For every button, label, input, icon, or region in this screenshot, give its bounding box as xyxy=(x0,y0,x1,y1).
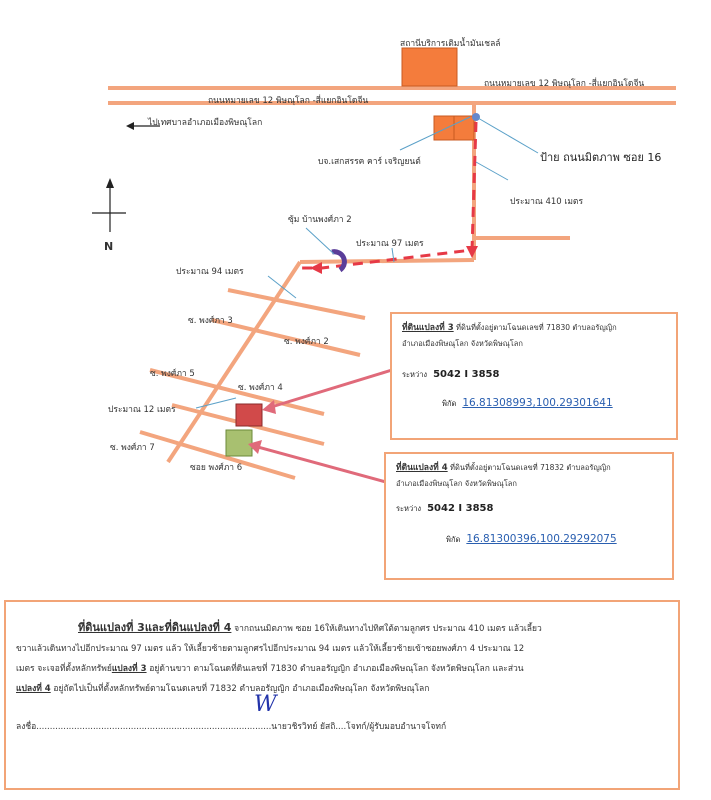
callout-lines xyxy=(195,116,539,409)
pointer-plot-4 xyxy=(253,444,387,484)
plot-3-coord-key: พิกัด xyxy=(442,399,457,408)
plot-4-coord-key: พิกัด xyxy=(446,535,461,544)
road-label-main: ถนนหมายเลข 12 พิษณุโลก -สี่แยกอินโดจีน xyxy=(208,96,369,106)
directions-line-4: แปลงที่ 4 อยู่ถัดไปเป็นที่ตั้งหลักทรัพย์… xyxy=(16,679,666,699)
pointer-plot-3-head xyxy=(262,400,276,414)
directions-p3c: อยู่ด้านขวา ตามโฉนดที่ดินเลขที่ 71830 ตำ… xyxy=(149,664,524,674)
directions-p3a: เมตร จะเจอที่ตั้งหลักทรัพย์ xyxy=(16,664,112,674)
plot-3-text-1: ที่ดินที่ตั้งอยู่ตามโฉนดเลขที่ 71830 ตำบ… xyxy=(456,323,617,332)
plot-3-info-box: ที่ดินแปลงที่ 3 ที่ดินที่ตั้งอยู่ตามโฉนด… xyxy=(390,312,678,440)
plot-3-text-2: อำเภอเมืองพิษณุโลก จังหวัดพิษณุโลก xyxy=(402,339,523,348)
pointer-plot-3 xyxy=(267,368,393,410)
distance-97-label: ประมาณ 97 เมตร xyxy=(356,239,424,249)
plot-3-position-key: ระหว่าง xyxy=(402,370,428,379)
plot-3-description: ที่ดินแปลงที่ 3 ที่ดินที่ตั้งอยู่ตามโฉนด… xyxy=(402,320,666,351)
sign-marker xyxy=(472,113,480,121)
directions-p1: จากถนนมิตภาพ ซอย 16ให้เดินทางไปทิศใต้ตาม… xyxy=(234,624,542,634)
plot-4-position: ระหว่าง 5042 I 3858 xyxy=(396,503,662,515)
plot-4-marker xyxy=(225,429,253,457)
location-map xyxy=(92,47,676,484)
shell-station-building xyxy=(401,47,458,87)
north-label: N xyxy=(104,240,114,253)
directions-heading: ที่ดินแปลงที่ 3และที่ดินแปลงที่ 4 xyxy=(78,621,232,634)
arch-label: ซุ้ม บ้านพงศ์ภา 2 xyxy=(288,215,352,225)
sign-label: ป้าย ถนนมิตภาพ ซอย 16 xyxy=(540,151,662,164)
road-label-top: ถนนหมายเลข 12 พิษณุโลก -สี่แยกอินโดจีน xyxy=(484,79,645,89)
plot-3-title: ที่ดินแปลงที่ 3 xyxy=(402,323,454,333)
plot-3-coordinate: พิกัด 16.81308993,100.29301641 xyxy=(402,397,666,410)
directions-p3b: แปลงที่ 3 xyxy=(111,664,147,674)
route-arrow-south xyxy=(466,246,478,258)
signature-text: ลงชื่อ..................................… xyxy=(16,722,447,732)
directions-description: ที่ดินแปลงที่ 3และที่ดินแปลงที่ 4 จากถนน… xyxy=(4,600,680,790)
plot-4-position-key: ระหว่าง xyxy=(396,504,422,513)
plot-4-text-1: ที่ดินที่ตั้งอยู่ตามโฉนดเลขที่ 71832 ตำบ… xyxy=(450,463,611,472)
soi-5-label: ซ. พงศ์ภา 5 xyxy=(150,369,195,379)
plot-4-coord-link[interactable]: 16.81300396,100.29292075 xyxy=(466,533,617,545)
plot-3-position: ระหว่าง 5042 I 3858 xyxy=(402,369,666,381)
directions-line-3: เมตร จะเจอที่ตั้งหลักทรัพย์แปลงที่ 3 อยู… xyxy=(16,659,666,679)
plot-3-coord-link[interactable]: 16.81308993,100.29301641 xyxy=(462,397,613,409)
to-municipality-arrow-head xyxy=(126,122,134,130)
plot-4-info-box: ที่ดินแปลงที่ 4 ที่ดินที่ตั้งอยู่ตามโฉนด… xyxy=(384,452,674,580)
pointer-plot-4-head xyxy=(248,440,262,454)
signature-line: W ลงชื่อ................................… xyxy=(16,694,666,737)
directions-line-1: ที่ดินแปลงที่ 3และที่ดินแปลงที่ 4 จากถนน… xyxy=(16,618,666,639)
road-soi-7 xyxy=(139,430,296,480)
plot-3-marker xyxy=(235,403,263,427)
soi-2-label: ซ. พงศ์ภา 2 xyxy=(284,337,329,347)
directions-p2: ขวาแล้วเดินทางไปอีกประมาณ 97 เมตร แล้ว ใ… xyxy=(16,644,525,654)
plot-4-coordinate: พิกัด 16.81300396,100.29292075 xyxy=(396,533,662,546)
directions-p4a: แปลงที่ 4 xyxy=(16,684,51,694)
road-soi-5 xyxy=(149,368,325,416)
shell-station-label: สถานีบริการเติมน้ำมันเชลล์ xyxy=(400,39,501,49)
distance-12-label: ประมาณ 12 เมตร xyxy=(108,405,176,415)
plot-4-title: ที่ดินแปลงที่ 4 xyxy=(396,463,448,473)
plot-4-text-2: อำเภอเมืองพิษณุโลก จังหวัดพิษณุโลก xyxy=(396,479,517,488)
plot-3-position-value: 5042 I 3858 xyxy=(433,369,500,380)
signature-mark: W xyxy=(254,692,277,717)
route-arrow-west xyxy=(310,262,322,274)
soi-6-label: ซอย พงศ์ภา 6 xyxy=(190,463,243,473)
soi-4-label: ซ. พงศ์ภา 4 xyxy=(238,383,283,393)
distance-94-label: ประมาณ 94 เมตร xyxy=(176,267,244,277)
dealer-label: บจ.เสกสรรค คาร์ เจริญยนต์ xyxy=(318,157,421,167)
plot-4-position-value: 5042 I 3858 xyxy=(427,503,494,514)
to-municipality-label: ไปเทศบาลอำเภอเมืองพิษณุโลก xyxy=(148,118,263,128)
road-soi-2 xyxy=(211,318,361,357)
road-diagonal xyxy=(166,260,302,464)
directions-p4b: อยู่ถัดไปเป็นที่ตั้งหลักทรัพย์ตามโฉนดเลข… xyxy=(53,684,430,694)
distance-410-label: ประมาณ 410 เมตร xyxy=(510,197,584,207)
arch-icon xyxy=(331,249,347,273)
north-arrow-icon xyxy=(106,178,114,188)
soi-7-label: ซ. พงศ์ภา 7 xyxy=(110,443,155,453)
plot-4-description: ที่ดินแปลงที่ 4 ที่ดินที่ตั้งอยู่ตามโฉนด… xyxy=(396,460,662,491)
soi-3-label: ซ. พงศ์ภา 3 xyxy=(188,316,233,326)
road-soi-3 xyxy=(227,288,366,320)
